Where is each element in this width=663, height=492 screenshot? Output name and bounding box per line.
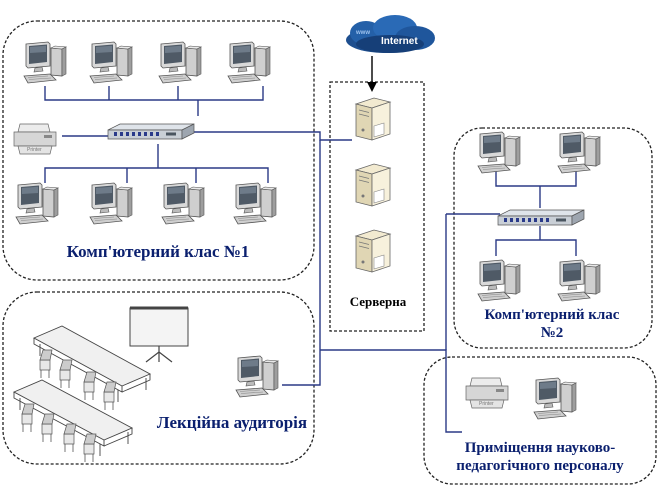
lecture-hall-label: Лекційна аудиторія (157, 413, 307, 432)
printer-label: Printer (27, 147, 42, 153)
server-icon (355, 97, 391, 141)
computer-icon (23, 41, 67, 84)
switch-icon (107, 123, 195, 140)
internet-cloud-icon: www Internet (346, 15, 435, 53)
staff-room-zone (423, 356, 657, 485)
server-icon (355, 163, 391, 207)
printer-label: Printer (479, 401, 494, 407)
printer-icon: Printer (13, 123, 57, 155)
class2-label-line2: №2 (541, 325, 564, 341)
computer-icon (158, 41, 202, 84)
computer-icon (233, 182, 277, 225)
computer-icon (477, 131, 521, 174)
internet-small-label: www (355, 30, 370, 36)
staff-room-label-line1: Приміщення науково- (465, 440, 615, 456)
classroom-desks (12, 325, 152, 463)
computer-icon (89, 182, 133, 225)
lecture-hall-zone (2, 291, 315, 465)
computer-icon (161, 182, 205, 225)
computer-icon (89, 41, 133, 84)
computer-icon (557, 259, 601, 302)
chair-icon (83, 433, 97, 463)
chair-icon (103, 381, 117, 411)
network-cables (44, 86, 577, 433)
chair-icon (39, 349, 53, 379)
chair-icon (59, 359, 73, 389)
switch-icon (497, 209, 585, 226)
class1-label: Комп'ютерний клас №1 (67, 242, 250, 261)
server-icon (355, 229, 391, 273)
internet-uplink-arrow (367, 56, 377, 92)
computer-icon (235, 355, 279, 398)
computer-icon (15, 182, 59, 225)
chair-icon (41, 413, 55, 443)
computer-icon (477, 259, 521, 302)
chair-icon (83, 371, 97, 401)
printer-icon: Printer (465, 377, 509, 409)
computer-class-2-zone (453, 127, 653, 349)
computer-icon (557, 131, 601, 174)
computer-icon (533, 377, 577, 420)
chair-icon (63, 423, 77, 453)
class2-label-line1: Комп'ютерний клас (485, 307, 620, 323)
internet-label: Internet (381, 36, 418, 47)
staff-room-label-line2: педагогічного персоналу (456, 458, 624, 474)
computer-icon (227, 41, 271, 84)
chair-icon (21, 403, 35, 433)
computer-class-1-zone (2, 20, 315, 281)
server-room-label: Серверна (350, 294, 407, 309)
projection-screen-icon (129, 306, 189, 363)
